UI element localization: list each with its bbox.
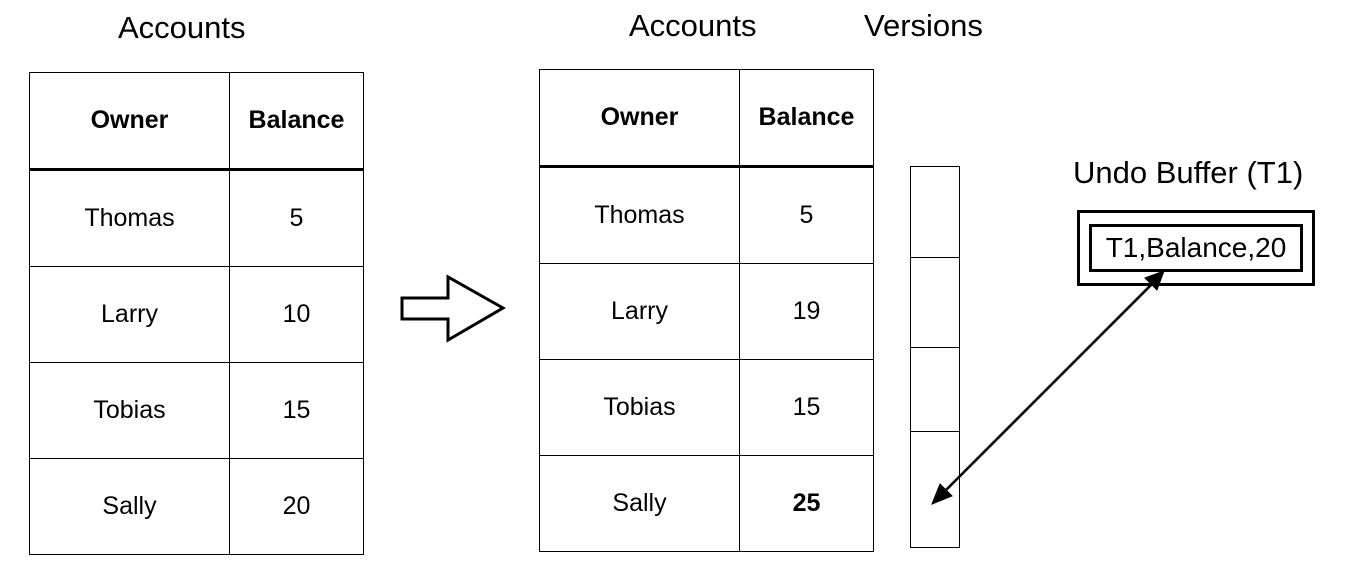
cell-owner: Thomas (539, 166, 740, 264)
cell-balance: 15 (229, 362, 364, 459)
table-row: Sally 20 (29, 458, 364, 555)
undo-buffer-entry-text: T1,Balance,20 (1105, 232, 1287, 263)
accounts-table-after: Owner Balance Thomas 5 Larry 19 Tobias 1… (539, 69, 874, 552)
cell-balance-updated: 25 (739, 455, 874, 552)
version-cell (911, 258, 959, 349)
version-cell-target (911, 432, 959, 547)
version-cell (911, 167, 959, 258)
table-row: Larry 10 (29, 266, 364, 363)
cell-owner: Tobias (29, 362, 230, 459)
cell-balance: 20 (229, 458, 364, 555)
column-header-owner: Owner (539, 69, 740, 168)
undo-link-arrow-icon (931, 270, 1165, 505)
title-undo-buffer: Undo Buffer (T1) (1073, 155, 1304, 190)
table-row: Sally 25 (539, 455, 874, 552)
column-header-balance: Balance (229, 72, 364, 171)
column-header-balance: Balance (739, 69, 874, 168)
title-versions: Versions (864, 8, 983, 43)
cell-owner: Larry (539, 263, 740, 360)
accounts-table-before: Owner Balance Thomas 5 Larry 10 Tobias 1… (29, 72, 364, 555)
cell-owner: Larry (29, 266, 230, 363)
table-row: Thomas 5 (29, 169, 364, 267)
cell-balance: 5 (229, 169, 364, 267)
cell-balance: 19 (739, 263, 874, 360)
cell-balance: 5 (739, 166, 874, 264)
cell-balance: 10 (229, 266, 364, 363)
cell-owner: Sally (539, 455, 740, 552)
version-cell (911, 348, 959, 432)
table-row: Thomas 5 (539, 166, 874, 264)
title-accounts-after: Accounts (629, 8, 757, 43)
column-header-owner: Owner (29, 72, 230, 171)
cell-balance: 15 (739, 359, 874, 456)
versions-column (910, 166, 960, 548)
table-row: Larry 19 (539, 263, 874, 360)
table-row: Tobias 15 (29, 362, 364, 459)
cell-owner: Tobias (539, 359, 740, 456)
cell-owner: Thomas (29, 169, 230, 267)
undo-buffer-entry: T1,Balance,20 (1089, 224, 1303, 272)
table-header-row: Owner Balance (539, 69, 874, 168)
table-row: Tobias 15 (539, 359, 874, 456)
cell-owner: Sally (29, 458, 230, 555)
title-accounts-before: Accounts (118, 10, 246, 45)
block-arrow-right-icon (400, 274, 507, 343)
table-header-row: Owner Balance (29, 72, 364, 171)
